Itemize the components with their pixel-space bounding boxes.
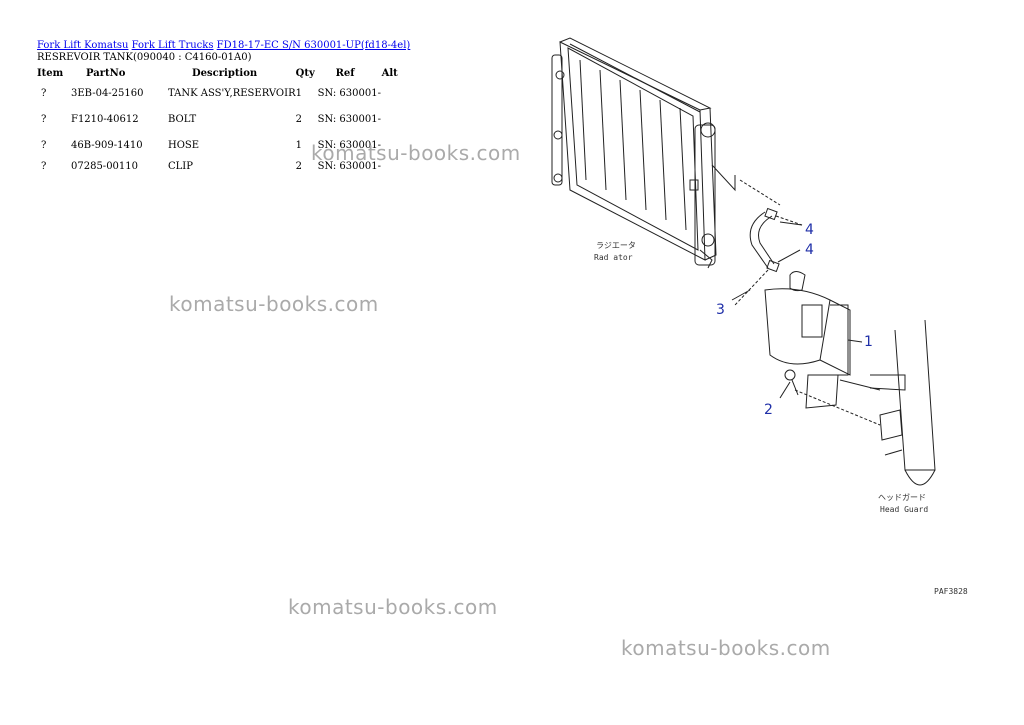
label-headguard-jp: ヘッドガード [878,492,926,502]
watermark: komatsu-books.com [169,292,379,316]
header-partno: PartNo [86,67,126,79]
callout-4-clip-lower: 4 [805,242,814,258]
header-ref: Ref [335,67,355,79]
cell-qty: 1 [295,87,302,99]
cell-partno: 3EB-04-25160 [71,87,144,99]
callout-3-hose: 3 [716,302,725,318]
cell-description: HOSE [168,139,200,151]
table-row: ? 46B-909-1410 HOSE 1 SN: 630001- [37,132,402,158]
parts-diagram: ラジエータ Rad ator ヘッドガード Head Guard 4 4 3 1… [551,37,968,596]
label-radiator-jp: ラジエータ [596,241,636,250]
reservoir-tank-drawing [764,271,881,426]
label-headguard: Head Guard [880,505,928,514]
cell-description: CLIP [168,160,193,172]
callout-2-bolt: 2 [764,402,773,418]
cell-ref: SN: 630001- [317,113,381,125]
cell-description: BOLT [168,113,197,125]
header-alt: Alt [381,67,398,79]
watermark: komatsu-books.com [288,595,498,619]
label-radiator: Rad ator [594,253,633,262]
figure-code: PAF3828 [934,587,968,596]
table-row: ? F1210-40612 BOLT 2 SN: 630001- [37,106,402,132]
callout-leaders [731,221,863,399]
callout-1-tank: 1 [864,334,873,350]
cell-ref: SN: 630001- [317,160,381,172]
cell-ref: SN: 630001- [317,87,381,99]
table-header-row: Item PartNo Description Qty Ref Alt [37,66,402,80]
page-title: RESREVOIR TANK(090040 : C4160-01A0) [37,52,252,63]
cell-item: ? [41,139,47,151]
hose-drawing [734,179,803,306]
cell-qty: 1 [295,139,302,151]
cell-ref: SN: 630001- [317,139,381,151]
table-row: ? 3EB-04-25160 TANK ASS'Y,RESERVOIR 1 SN… [37,80,402,106]
breadcrumb: Fork Lift Komatsu Fork Lift Trucks FD18-… [37,40,410,52]
callout-4-clip-upper: 4 [805,222,814,238]
header-item: Item [37,67,64,79]
breadcrumb-link-forklift-komatsu[interactable]: Fork Lift Komatsu [37,40,129,51]
table-row: ? 07285-00110 CLIP 2 SN: 630001- [37,158,402,174]
cell-item: ? [41,87,47,99]
cell-item: ? [41,113,47,125]
breadcrumb-link-forklift-trucks[interactable]: Fork Lift Trucks [131,40,214,51]
radiator-drawing [551,37,736,269]
headguard-drawing [869,319,936,486]
header-description: Description [192,67,258,79]
cell-qty: 2 [295,160,302,172]
header-qty: Qty [295,67,315,79]
cell-qty: 2 [295,113,302,125]
cell-partno: F1210-40612 [71,113,139,125]
watermark: komatsu-books.com [621,636,831,660]
parts-table: Item PartNo Description Qty Ref Alt ? 3E… [37,66,402,174]
cell-item: ? [41,160,47,172]
breadcrumb-link-model[interactable]: FD18-17-EC S/N 630001-UP(fd18-4el) [216,40,411,51]
cell-description: TANK ASS'Y,RESERVOIR [168,87,296,99]
cell-partno: 46B-909-1410 [71,139,143,151]
cell-partno: 07285-00110 [71,160,139,172]
